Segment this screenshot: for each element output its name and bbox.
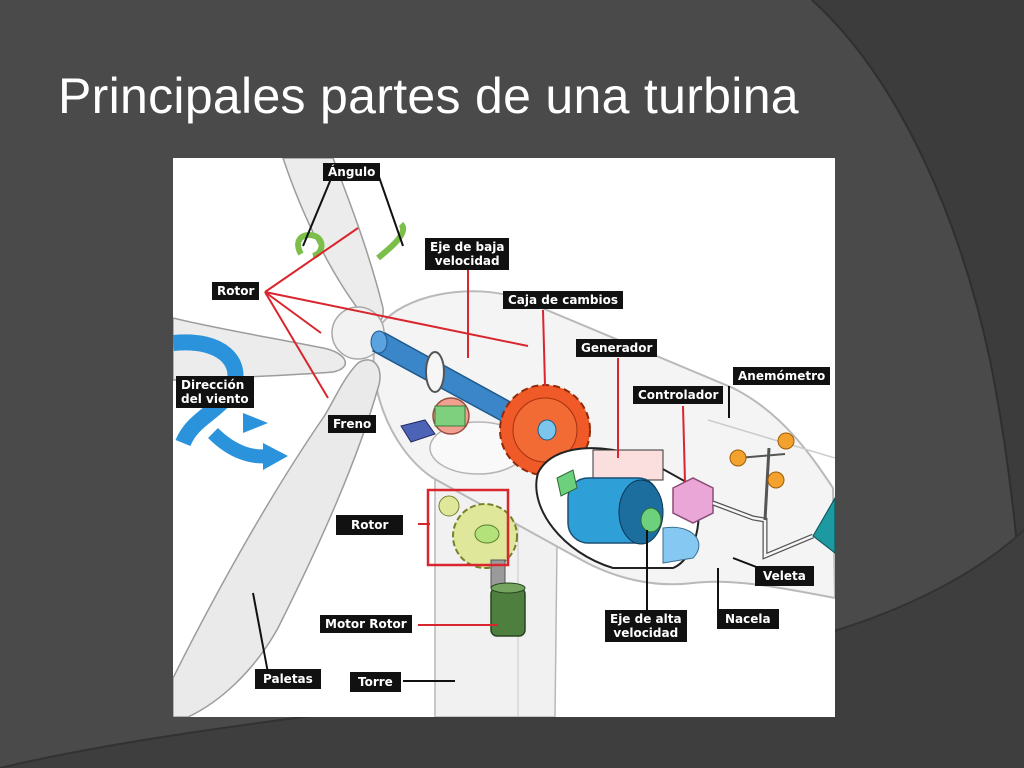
rotor-blades xyxy=(173,158,385,717)
wind-turbine-diagram: Ángulo Rotor Eje de baja velocidad Caja … xyxy=(173,158,835,717)
label-freno: Freno xyxy=(328,415,377,433)
yaw-motor xyxy=(490,559,526,637)
label-angulo: Ángulo xyxy=(323,163,381,181)
label-eje-alta-velocidad: Eje de alta velocidad xyxy=(605,610,687,642)
brake xyxy=(400,397,470,443)
anemometer xyxy=(729,432,795,521)
low-speed-shaft xyxy=(370,330,545,440)
label-motor-rotor: Motor Rotor xyxy=(320,615,412,633)
label-eje-baja-line-1: Eje de baja xyxy=(430,240,505,254)
leader-lines xyxy=(264,227,686,626)
wind-vane xyxy=(812,497,835,554)
yaw-gear xyxy=(438,495,518,569)
label-caja-de-cambios: Caja de cambios xyxy=(503,291,624,309)
generator xyxy=(535,447,700,569)
label-controlador: Controlador xyxy=(633,386,724,404)
black-leader-lines xyxy=(252,173,765,682)
label-direccion-del-viento: Dirección del viento xyxy=(176,376,254,408)
label-eje-alta-line-2: velocidad xyxy=(613,626,679,640)
label-eje-alta-line-1: Eje de alta xyxy=(610,612,682,626)
pitch-angle-arrows xyxy=(295,221,406,261)
label-rotor-top: Rotor xyxy=(212,282,260,300)
turbine-illustration xyxy=(173,158,835,717)
label-paletas: Paletas xyxy=(255,669,321,689)
label-eje-baja-line-2: velocidad xyxy=(434,254,500,268)
label-rotor-mid: Rotor xyxy=(336,515,404,535)
label-direccion-line-1: Dirección xyxy=(181,378,245,392)
label-generador: Generador xyxy=(576,339,658,357)
rotor-highlight-box xyxy=(426,488,510,567)
label-veleta: Veleta xyxy=(755,566,814,586)
label-eje-baja-velocidad: Eje de baja velocidad xyxy=(425,238,510,270)
label-nacela: Nacela xyxy=(717,609,779,629)
label-direccion-line-2: del viento xyxy=(181,392,249,406)
label-torre: Torre xyxy=(350,672,401,692)
label-anemometro: Anemómetro xyxy=(733,367,831,385)
slide-title: Principales partes de una turbina xyxy=(58,68,799,124)
